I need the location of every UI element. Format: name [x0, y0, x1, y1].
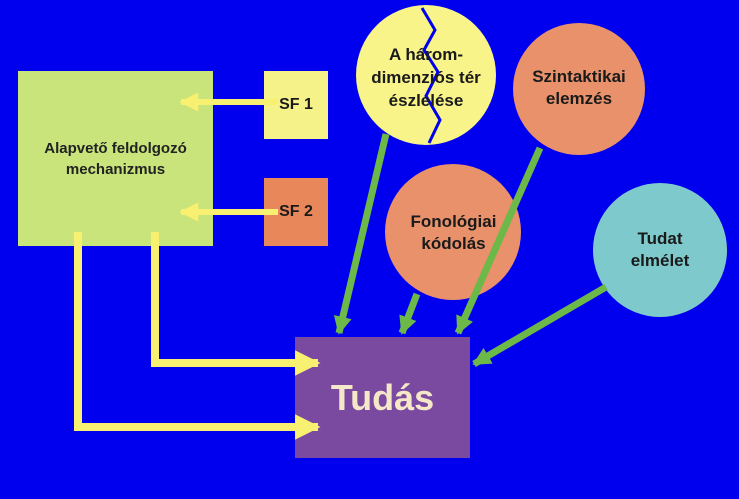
harom-dim-label: A három- dimenziós tér észlelése — [371, 44, 481, 110]
tudat-circle — [593, 183, 727, 317]
tudas-label: Tudás — [330, 376, 435, 418]
fonologiai-label: Fonológiai kódolás — [410, 212, 497, 253]
fonologiai-to-tudas-arrow — [398, 292, 421, 335]
main-to-tudas-arrow-2 — [74, 232, 321, 440]
tudas-box — [295, 337, 470, 458]
main-box-label: Alapvető feldolgozó mechanizmus — [44, 139, 187, 178]
szintaktikai-to-tudas-arrow — [454, 146, 544, 335]
harom-dim-circle — [356, 5, 496, 145]
harom-dim-crack — [420, 7, 442, 144]
main-to-tudas-arrow-1 — [151, 232, 321, 376]
tudat-to-tudas-arrow — [472, 283, 608, 368]
sf2-label: SF 2 — [279, 203, 313, 220]
tudat-label: Tudat elmélet — [630, 229, 690, 270]
sf1-label: SF 1 — [279, 96, 313, 113]
szintaktikai-circle — [513, 23, 645, 155]
szintaktikai-label: Szintaktikai elemzés — [532, 67, 626, 108]
harom-dim-to-tudas-arrow — [333, 133, 390, 335]
